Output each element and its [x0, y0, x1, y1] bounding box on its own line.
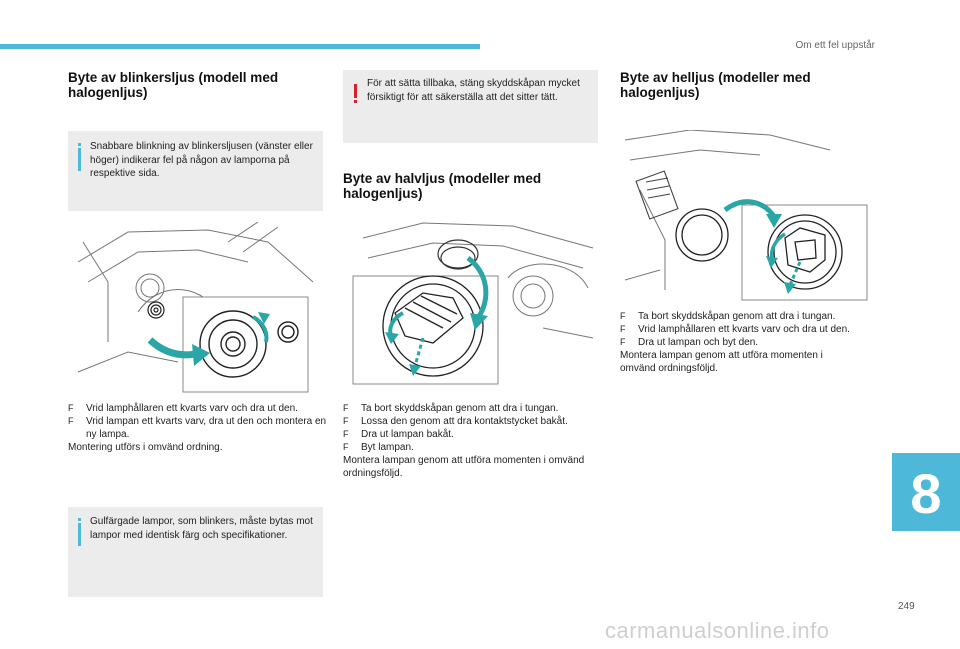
- list-item: F Dra ut lampan och byt den.: [620, 336, 882, 349]
- step-text: Dra ut lampan och byt den.: [638, 337, 759, 348]
- bullet-icon: F: [343, 429, 349, 439]
- note-text: Montering utförs i omvänd ordning.: [68, 442, 223, 453]
- steps-list-high-beam: F Ta bort skyddskåpan genom att dra i tun…: [620, 310, 882, 375]
- list-item: F Vrid lamphållaren ett kvarts varv och d…: [620, 323, 882, 336]
- bullet-icon: F: [68, 403, 74, 413]
- list-item: F Vrid lamphållaren ett kvarts varv och d…: [68, 402, 330, 415]
- info-box-colored-bulbs: Gulfärgade lampor, som blinkers, måste b…: [68, 507, 323, 597]
- info-icon: [78, 143, 81, 171]
- bullet-icon: F: [620, 337, 626, 347]
- step-text: Vrid lamphållaren ett kvarts varv och dr…: [86, 403, 298, 414]
- step-text: Dra ut lampan bakåt.: [361, 429, 454, 440]
- list-item: F Dra ut lampan bakåt.: [343, 428, 605, 441]
- list-item: F Byt lampan.: [343, 441, 605, 454]
- info-icon: [78, 518, 81, 546]
- section-heading-blinker: Byte av blinkersljus (modell med halogen…: [68, 70, 279, 100]
- chapter-header-title: Om ett fel uppstår: [795, 40, 875, 51]
- steps-list-low-beam: F Ta bort skyddskåpan genom att dra i tun…: [343, 402, 605, 480]
- bullet-icon: F: [620, 324, 626, 334]
- steps-list-blinker: F Vrid lamphållaren ett kvarts varv och d…: [68, 402, 330, 454]
- page-number: 249: [898, 601, 915, 612]
- low-beam-bulb-illustration: [352, 222, 594, 385]
- list-item: F Vrid lampan ett kvarts varv, dra ut den…: [68, 415, 330, 441]
- chapter-tab: 8: [892, 453, 960, 531]
- info-text-blinking: Snabbare blinkning av blinkersljusen (vä…: [90, 141, 313, 179]
- step-text: Vrid lampan ett kvarts varv, dra ut den …: [86, 416, 327, 440]
- warning-text: För att sätta tillbaka, stäng skyddskåpa…: [367, 78, 580, 103]
- warning-icon: [353, 84, 358, 104]
- bullet-icon: F: [343, 442, 349, 452]
- list-item: F Lossa den genom att dra kontaktstycket …: [343, 415, 605, 428]
- bullet-icon: F: [343, 416, 349, 426]
- chapter-number: 8: [910, 462, 942, 525]
- header-accent-bar: [0, 44, 480, 49]
- bullet-icon: F: [68, 416, 74, 426]
- step-text: Vrid lamphållaren ett kvarts varv och dr…: [638, 324, 850, 335]
- section-heading-low-beam: Byte av halvljus (modeller med halogenlj…: [343, 171, 542, 201]
- step-text: Ta bort skyddskåpan genom att dra i tung…: [361, 403, 559, 414]
- blinker-bulb-illustration: [77, 222, 314, 393]
- note-text: Montera lampan genom att utföra momenten…: [343, 455, 585, 479]
- list-item: F Ta bort skyddskåpan genom att dra i tun…: [620, 310, 882, 323]
- step-text: Ta bort skyddskåpan genom att dra i tung…: [638, 311, 836, 322]
- info-text-colored-bulbs: Gulfärgade lampor, som blinkers, måste b…: [90, 516, 313, 541]
- note-text: Montera lampan genom att utföra momenten…: [620, 350, 823, 374]
- step-text: Byt lampan.: [361, 442, 414, 453]
- bullet-icon: F: [343, 403, 349, 413]
- info-box-blinking: Snabbare blinkning av blinkersljusen (vä…: [68, 131, 323, 211]
- high-beam-bulb-illustration: [624, 130, 868, 301]
- watermark-text: carmanualsonline.info: [605, 618, 830, 643]
- section-heading-high-beam: Byte av helljus (modeller med halogenlju…: [620, 70, 811, 100]
- step-text: Lossa den genom att dra kontaktstycket b…: [361, 416, 568, 427]
- bullet-icon: F: [620, 311, 626, 321]
- warning-box-close-cover: För att sätta tillbaka, stäng skyddskåpa…: [343, 70, 598, 143]
- list-item: F Ta bort skyddskåpan genom att dra i tun…: [343, 402, 605, 415]
